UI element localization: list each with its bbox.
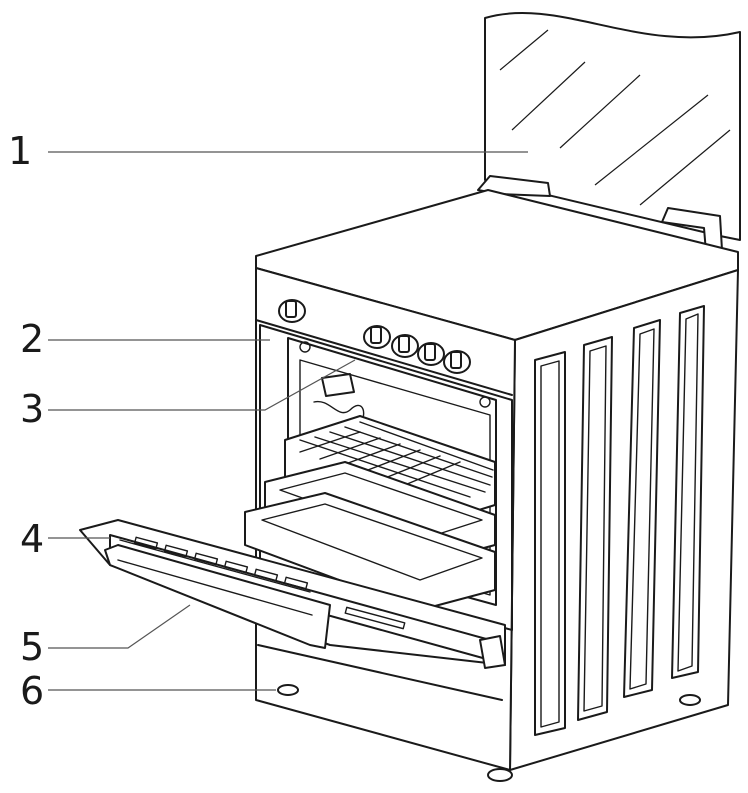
foot-left bbox=[277, 684, 299, 696]
callout-5-label: 5 bbox=[20, 625, 44, 669]
callout-5-leader bbox=[48, 604, 191, 649]
glass-lid bbox=[477, 12, 741, 253]
knob-5 bbox=[443, 350, 471, 374]
callout-2: 2 bbox=[20, 317, 270, 361]
door-handle bbox=[104, 544, 331, 649]
foot-right bbox=[679, 694, 701, 706]
callout-6-label: 6 bbox=[20, 669, 44, 713]
callout-5: 5 bbox=[20, 604, 191, 669]
oven-cavity bbox=[244, 324, 513, 631]
callout-1-label: 1 bbox=[8, 129, 32, 173]
knob-3 bbox=[391, 334, 419, 358]
callout-4-label: 4 bbox=[20, 517, 44, 561]
oven-lamp bbox=[321, 373, 355, 397]
knob-2 bbox=[363, 325, 391, 349]
control-knobs bbox=[278, 299, 471, 374]
door-vents bbox=[133, 536, 406, 630]
callout-6: 6 bbox=[20, 669, 276, 713]
callout-2-label: 2 bbox=[20, 317, 44, 361]
callout-3-leader bbox=[48, 359, 356, 411]
knob-4 bbox=[417, 342, 445, 366]
base-drawer bbox=[257, 644, 701, 782]
callouts: 1 2 3 4 5 6 bbox=[8, 129, 528, 713]
knob-1 bbox=[278, 299, 306, 323]
baking-tray-lower bbox=[244, 492, 496, 611]
callout-1: 1 bbox=[8, 129, 528, 173]
callout-3: 3 bbox=[20, 359, 356, 431]
control-panel-edge bbox=[255, 319, 513, 396]
callout-3-label: 3 bbox=[20, 387, 44, 431]
oven-door bbox=[79, 519, 506, 669]
foot-front bbox=[487, 768, 513, 782]
side-panel bbox=[509, 269, 739, 771]
callout-4: 4 bbox=[20, 517, 110, 561]
